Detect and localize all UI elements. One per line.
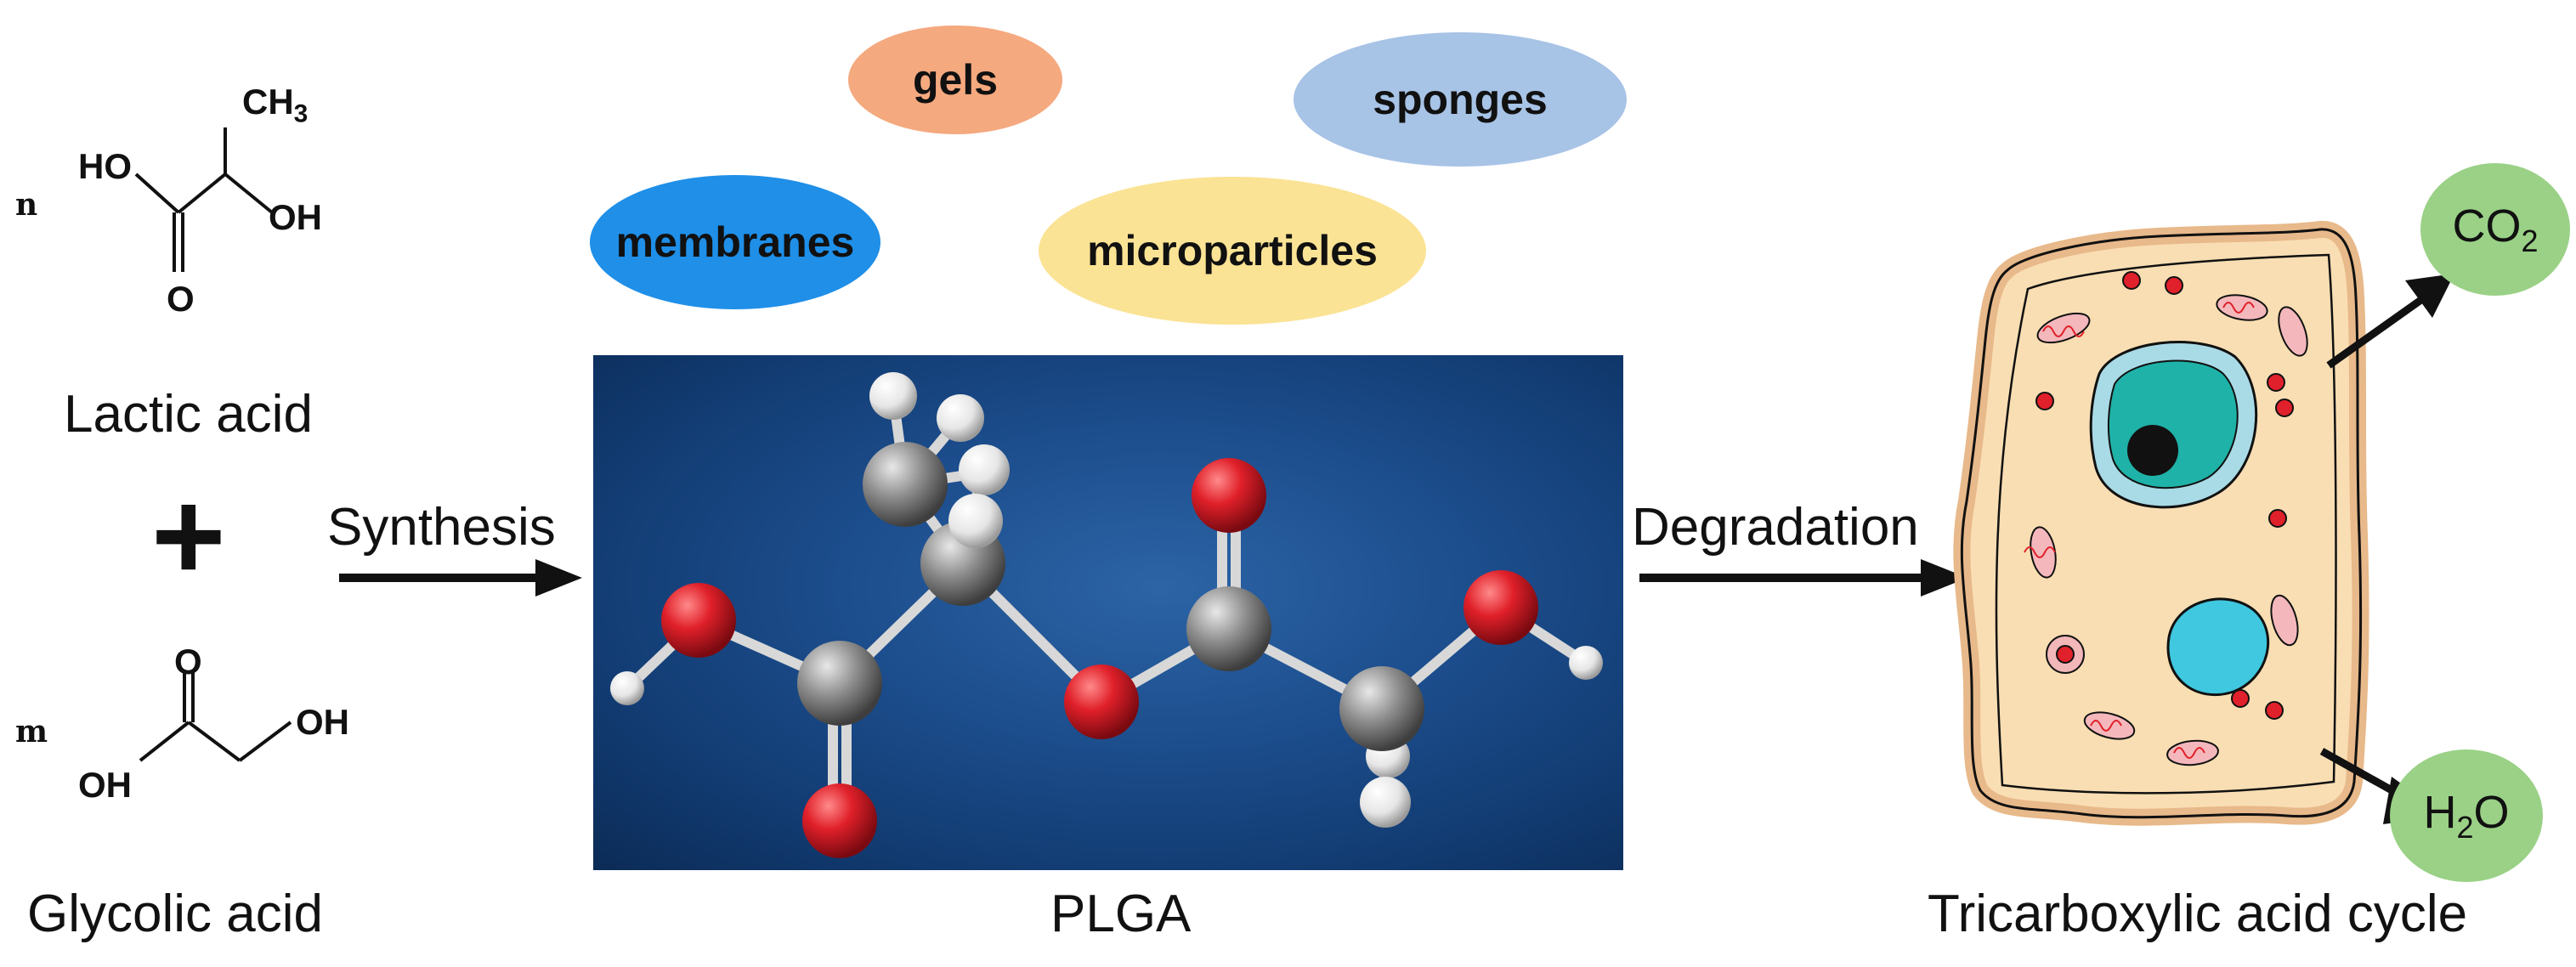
- lactic-acid-caption: Lactic acid: [64, 385, 313, 444]
- degradation-arrow: [1639, 559, 1967, 597]
- lactic-carbonyl-o-label: O: [167, 279, 195, 319]
- membranes-ellipse: membranes: [590, 175, 880, 309]
- glycolic-oh-right-label: OH: [296, 702, 349, 742]
- glycolic-carbonyl-o-label: O: [174, 642, 202, 681]
- synthesis-arrow: [339, 559, 582, 597]
- lactic-ho-label: HO: [78, 146, 132, 186]
- gels-ellipse: gels: [848, 25, 1062, 134]
- degradation-label: Degradation: [1632, 498, 1919, 557]
- cell-illustration: [1953, 221, 2369, 826]
- h2o-circle: H2O: [2390, 749, 2543, 882]
- plga-molecule-panel: [593, 355, 1623, 870]
- glycolic-acid-caption: Glycolic acid: [27, 885, 323, 943]
- sponges-ellipse: sponges: [1294, 32, 1627, 167]
- glycolic-acid-structure: [139, 670, 292, 762]
- plga-molecule-model: [610, 372, 1603, 858]
- glycolic-multiplier: m: [15, 714, 48, 749]
- glycolic-oh-left-label: OH: [78, 765, 132, 805]
- synthesis-label: Synthesis: [327, 498, 556, 557]
- lactic-multiplier: n: [15, 187, 38, 223]
- lactic-acid-structure: [134, 127, 274, 272]
- lactic-oh-label: OH: [269, 197, 322, 237]
- h2o-label: H2O: [2423, 787, 2510, 845]
- plus-sign: +: [151, 464, 226, 607]
- tca-cycle-caption: Tricarboxylic acid cycle: [1928, 885, 2468, 943]
- microparticles-ellipse: microparticles: [1039, 177, 1426, 325]
- co2-release-arrow: [2326, 274, 2454, 369]
- co2-circle: CO2: [2420, 163, 2570, 296]
- co2-label: CO2: [2452, 201, 2539, 258]
- plga-caption: PLGA: [1050, 885, 1192, 943]
- lactic-ch3-label: CH3: [242, 82, 309, 128]
